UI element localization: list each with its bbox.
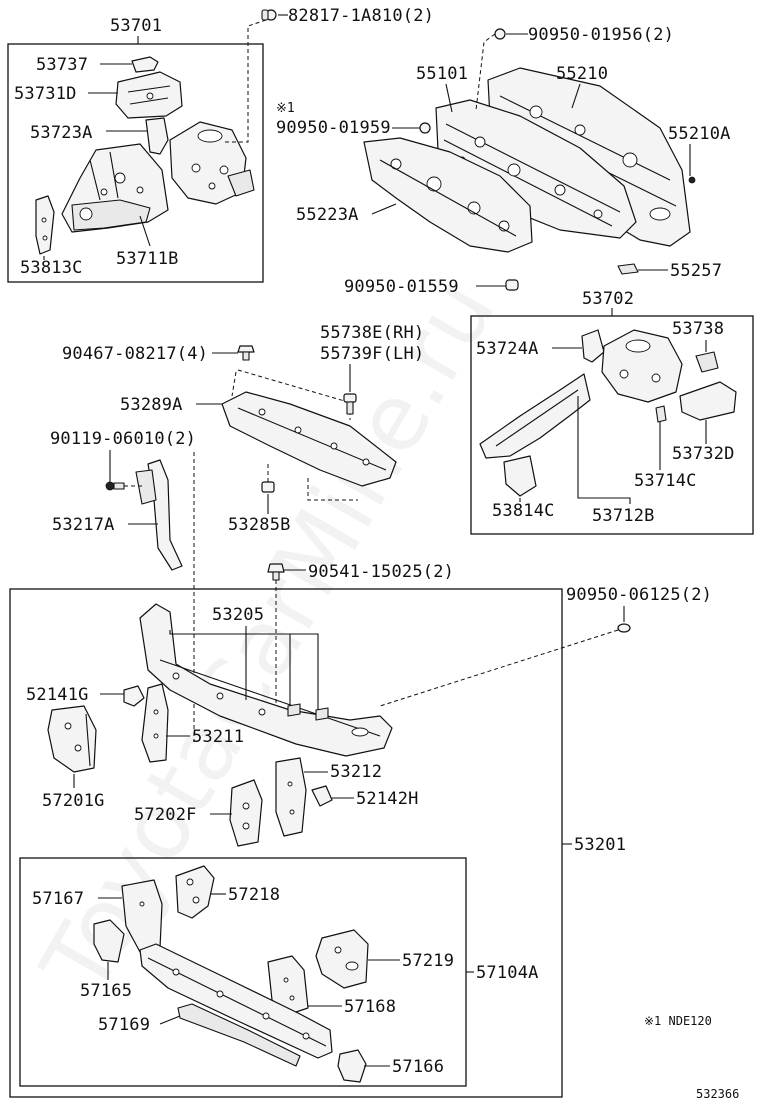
dash-panel-group (363, 67, 691, 275)
figure-number: 532366 (696, 1087, 739, 1101)
part-label-53711B: 53711B (116, 249, 179, 269)
bumper-55738E (343, 393, 357, 415)
part-label-53732D: 53732D (672, 444, 735, 464)
apron-assembly-53701 (35, 56, 255, 255)
part-label-90950-01959: 90950-01959 (276, 118, 391, 138)
bracket-57218 (175, 865, 215, 919)
group-label-57104A: 57104A (476, 963, 539, 983)
part-label-55101: 55101 (416, 64, 468, 84)
part-label-90950-06125: 90950-06125(2) (566, 585, 712, 605)
part-label-53737: 53737 (36, 55, 88, 75)
part-label-57169: 57169 (98, 1015, 150, 1035)
reinforcement-57169 (177, 1003, 301, 1067)
note-marker: ※1 (276, 101, 295, 116)
part-label-57219: 57219 (402, 951, 454, 971)
part-label-57168: 57168 (344, 997, 396, 1017)
part-label-55210A: 55210A (668, 124, 731, 144)
footnote: ※1 NDE120 (644, 1014, 712, 1028)
part-label-90950-01559: 90950-01559 (344, 277, 459, 297)
group-box-53201 (9, 588, 563, 1098)
clip-90950-06125 (617, 623, 631, 633)
group-label-53201: 53201 (574, 835, 626, 855)
upper-member-53205 (139, 603, 393, 757)
part-label-57201G: 57201G (42, 791, 105, 811)
part-label-53731D: 53731D (14, 84, 77, 104)
bracket-57201G (47, 705, 97, 773)
part-label-53813C: 53813C (20, 258, 83, 278)
part-label-53285B: 53285B (228, 515, 291, 535)
bracket-57165 (93, 919, 125, 963)
part-label-53289A: 53289A (120, 395, 183, 415)
part-label-57167: 57167 (32, 889, 84, 909)
part-label-90119-06010: 90119-06010(2) (50, 429, 196, 449)
part-label-55223A: 55223A (296, 205, 359, 225)
part-label-53211: 53211 (192, 727, 244, 747)
clip-90950-01559 (505, 279, 519, 291)
side-support-53212 (275, 757, 307, 837)
part-label-55210: 55210 (556, 64, 608, 84)
part-label-52141G: 52141G (26, 685, 89, 705)
clip-55210A (688, 176, 696, 184)
part-label-55738E: 55738E(RH) (320, 323, 424, 343)
part-label-55739F: 55739F(LH) (320, 344, 424, 364)
part-label-82817-1A810: 82817-1A810(2) (288, 6, 434, 26)
bolt-90541 (267, 563, 285, 581)
part-label-57166: 57166 (392, 1057, 444, 1077)
bracket-57219 (315, 929, 369, 989)
part-label-90950-01956: 90950-01956(2) (528, 25, 674, 45)
bracket-52142H (311, 785, 333, 807)
lower-crossmember (139, 943, 333, 1059)
part-label-90541-15025: 90541-15025(2) (308, 562, 454, 582)
clip-82817 (261, 9, 277, 21)
apron-assembly-53702 (479, 329, 737, 497)
part-label-55257: 55257 (670, 261, 722, 281)
part-label-53217A: 53217A (52, 515, 115, 535)
part-label-53738: 53738 (672, 319, 724, 339)
group-label-53702: 53702 (582, 289, 634, 309)
part-label-53814C: 53814C (492, 501, 555, 521)
clip-90950-01959 (419, 122, 431, 134)
clip-90467 (237, 345, 255, 361)
part-label-90467-08217: 90467-08217(4) (62, 344, 208, 364)
bracket-57166 (337, 1049, 367, 1083)
bracket-57202F (229, 779, 263, 847)
part-label-53205: 53205 (212, 605, 264, 625)
bracket-52141G (123, 685, 145, 707)
upper-cover-53289A (221, 391, 397, 487)
part-label-53212: 53212 (330, 762, 382, 782)
part-label-53723A: 53723A (30, 123, 93, 143)
group-label-53701: 53701 (110, 16, 162, 36)
part-label-53724A: 53724A (476, 339, 539, 359)
part-label-57165: 57165 (80, 981, 132, 1001)
part-label-53712B: 53712B (592, 506, 655, 526)
clip-90950-01956 (494, 28, 506, 40)
bolt-90119 (105, 481, 125, 491)
side-support-53211 (141, 683, 169, 763)
part-label-52142H: 52142H (356, 789, 419, 809)
support-53217A (135, 459, 183, 571)
pad-53285B (261, 481, 275, 493)
part-label-53714C: 53714C (634, 471, 697, 491)
part-label-57218: 57218 (228, 885, 280, 905)
group-box-53701 (7, 43, 264, 283)
part-label-57202F: 57202F (134, 805, 197, 825)
